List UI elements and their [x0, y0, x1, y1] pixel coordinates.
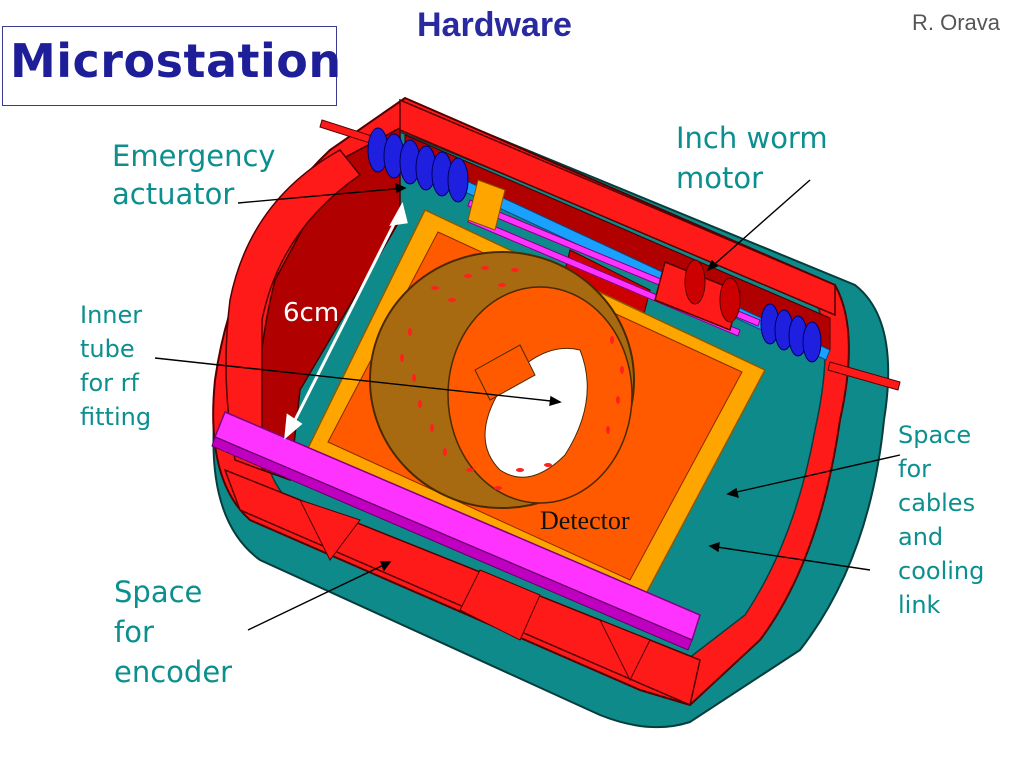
- leader-worm: [707, 179, 811, 271]
- slide-heading: Hardware: [417, 6, 572, 44]
- leader-inner-tube: [154, 357, 561, 403]
- label-dimension: 6cm: [283, 298, 340, 328]
- title-box: [2, 26, 337, 106]
- inner-tube-notch: [474, 344, 536, 401]
- strut-1: [299, 499, 361, 561]
- inch-worm-motor-body: [654, 259, 741, 332]
- rf-holes: [400, 266, 624, 490]
- left-ring: [225, 149, 362, 472]
- spring-emergency: [367, 127, 469, 203]
- leader-emergency: [237, 187, 406, 204]
- label-space-encoder: Space for encoder: [114, 575, 233, 689]
- label-detector: Detector: [540, 506, 630, 535]
- encoder-rail-edge: [211, 436, 693, 651]
- leader-lines: [154, 179, 901, 631]
- leader-encoder: [247, 561, 391, 631]
- slide-author: R. Orava: [912, 10, 1001, 35]
- spring-right: [760, 303, 822, 363]
- label-space-cables: Space for cables and cooling link: [898, 421, 985, 619]
- label-emergency-actuator: Emergency actuator: [112, 139, 276, 211]
- label-inch-worm-motor: Inch worm motor: [676, 121, 828, 195]
- rod-right: [827, 361, 901, 391]
- strut-2: [459, 569, 541, 641]
- label-inner-tube: Inner tube for rf fitting: [80, 301, 152, 431]
- leader-cables-2: [709, 545, 871, 571]
- actuator-cylinder: [467, 179, 506, 231]
- dimension-arrow-6cm: [284, 201, 408, 440]
- strut-3: [598, 619, 651, 682]
- top-bar: [399, 98, 836, 317]
- leader-cables-1: [727, 454, 901, 495]
- slide-title: Microstation: [10, 34, 342, 88]
